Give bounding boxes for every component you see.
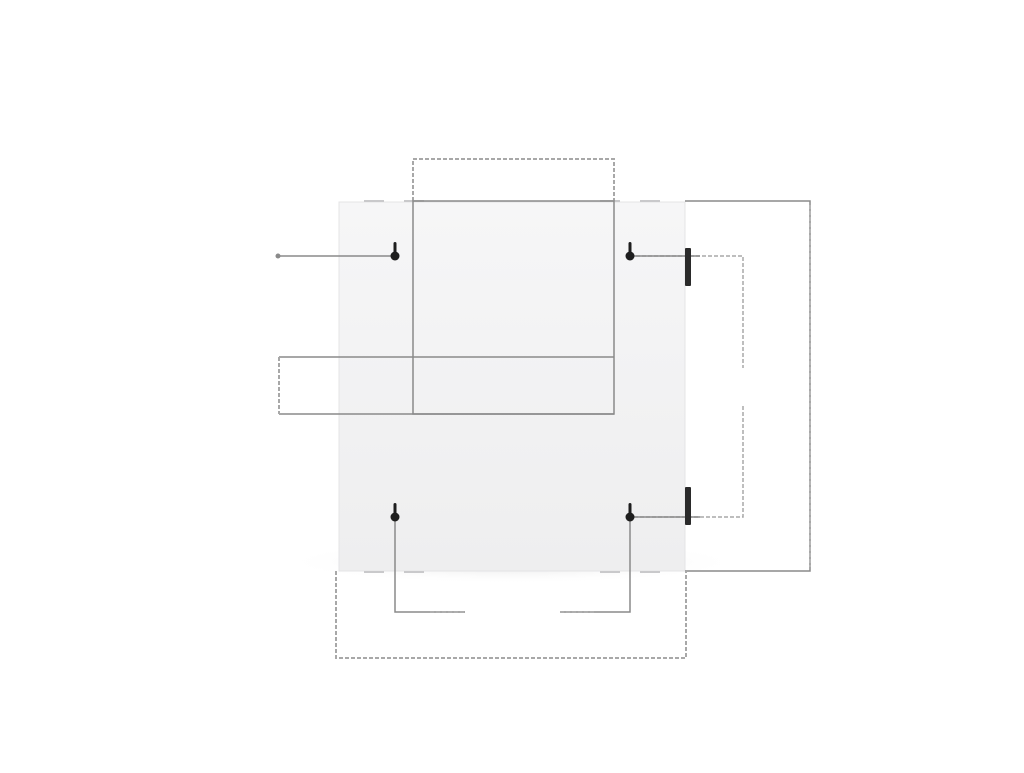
bracket-icon [685,487,691,525]
horizontal-band [278,356,614,415]
keyhole-icon [625,242,635,261]
mounting-holes [390,242,635,522]
side-clips [685,248,691,525]
bottom-keyhole-leaders [394,517,631,613]
keyhole-icon [390,503,400,522]
wall-panel [338,201,686,572]
top-dashed-frame [412,158,615,201]
keyhole-icon [390,242,400,261]
bracket-icon [685,248,691,286]
keyhole-icon [625,503,635,522]
bottom-dashed-frame [335,571,687,659]
left-leader-line [275,253,394,259]
